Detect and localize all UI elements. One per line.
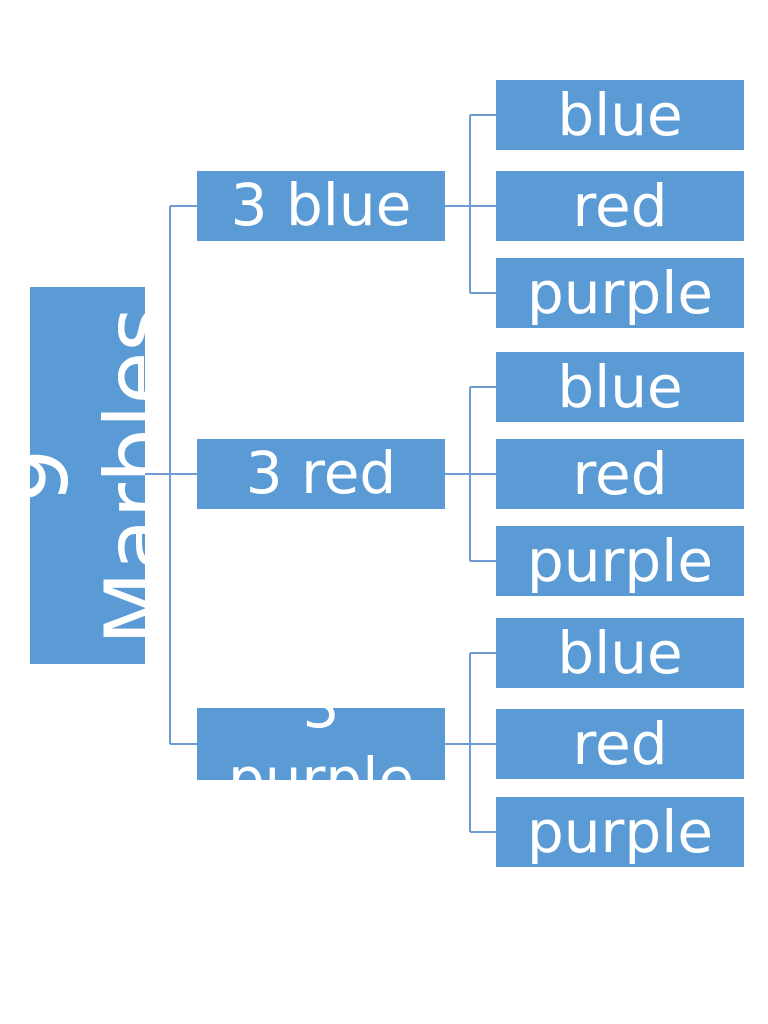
branch-node-label: 3 blue (230, 171, 412, 240)
leaf-node-red-1: red (496, 171, 744, 241)
leaf-node-blue-2: blue (496, 352, 744, 422)
root-node-9-marbles: 9 Marbles (30, 287, 145, 664)
leaf-node-red-2: red (496, 439, 744, 509)
leaf-node-blue-3: blue (496, 618, 744, 688)
leaf-node-purple-2: purple (496, 526, 744, 596)
branch-node-3-blue: 3 blue (197, 171, 445, 241)
leaf-node-purple-3: purple (496, 797, 744, 867)
leaf-node-blue-1: blue (496, 80, 744, 150)
leaf-node-red-3: red (496, 709, 744, 779)
branch-node-label: 3 red (245, 439, 397, 508)
branch-node-3-purple: 3 purple (197, 708, 445, 780)
root-node-label: 9 Marbles (30, 306, 145, 645)
leaf-node-purple-1: purple (496, 258, 744, 328)
branch-node-3-red: 3 red (197, 439, 445, 509)
branch-node-label: 3 purple (227, 708, 415, 780)
